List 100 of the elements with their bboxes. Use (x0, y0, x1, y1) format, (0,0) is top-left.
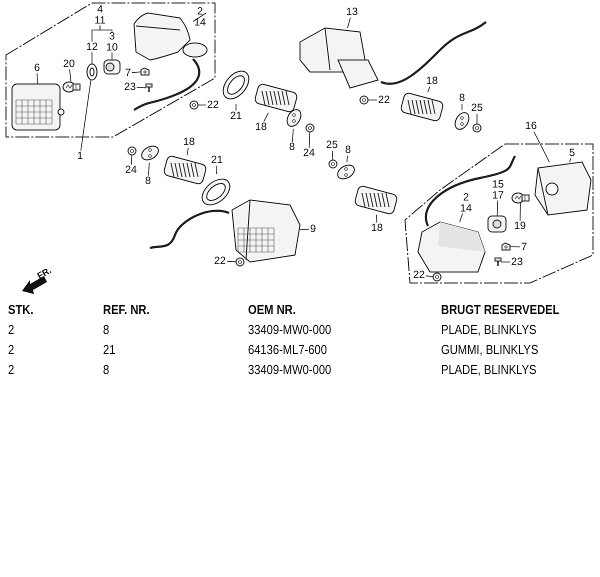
callout-number: 18 (370, 222, 384, 234)
callout-number: 24 (302, 148, 316, 158)
callout-number: 25 (470, 102, 484, 114)
leader-line (263, 112, 269, 122)
column-header: OEM NR. (248, 301, 297, 319)
leader-line (533, 130, 550, 162)
callout-number: 17 (491, 190, 505, 200)
table-cell-text: 2 (8, 361, 16, 379)
lamp-housing (417, 221, 486, 272)
callout-number: 23 (123, 82, 137, 92)
leader-line (476, 112, 478, 124)
plate (337, 164, 355, 180)
clip (140, 67, 150, 76)
nut (236, 258, 244, 266)
direction-label: FR. (35, 265, 54, 281)
leader-line (459, 213, 463, 222)
table-cell-text: 21 (103, 341, 116, 359)
callout-number: 8 (344, 144, 352, 156)
lamp-lens (12, 84, 64, 130)
plate (454, 112, 470, 130)
bulb-socket (488, 216, 506, 232)
leader-line (130, 154, 132, 166)
callout-number: 4 (96, 4, 104, 15)
callout-number: 2 (462, 192, 470, 203)
leader-line (427, 86, 430, 93)
leader-line (347, 16, 351, 28)
table-cell-text: 64136-ML7-600 (248, 341, 328, 359)
callout-number: 18 (254, 122, 268, 132)
callout-number: 1 (76, 150, 84, 162)
table-cell-text: GUMMI, BLINKLYS (441, 341, 540, 359)
leader-line (520, 202, 521, 222)
table-cell-text: 2 (8, 341, 16, 359)
bulb-socket (104, 60, 120, 74)
leader-line (132, 72, 142, 74)
lamp-lens (534, 161, 592, 216)
callout-number: 22 (412, 270, 426, 280)
leader-line (80, 80, 92, 152)
callout-number: 2 (196, 6, 204, 17)
callout-number: 8 (288, 142, 296, 152)
leader-line (36, 72, 38, 84)
callout-number: 15 (491, 180, 505, 190)
nut (306, 124, 314, 132)
callout-number: 23 (510, 256, 524, 268)
leader-line (510, 246, 520, 248)
callout-number: 22 (377, 94, 391, 106)
gasket-ring (202, 178, 230, 206)
leader-line (346, 154, 348, 163)
gasket-ring (222, 70, 250, 100)
nut (472, 124, 482, 132)
leader-line (136, 87, 146, 88)
callout-number: 6 (33, 62, 41, 74)
leader-line (332, 150, 334, 160)
callout-number: 14 (459, 203, 473, 214)
table-cell-text: PLADE, BLINKLYS (441, 321, 538, 339)
table-cell-text: 8 (103, 361, 110, 379)
lamp-housing (134, 12, 208, 60)
nut (328, 160, 338, 168)
table-cell-text: 2 (8, 321, 16, 339)
callout-number: 24 (124, 164, 138, 176)
leader-line (226, 260, 236, 262)
callout-number: 14 (193, 17, 207, 28)
callout-number: 18 (425, 76, 439, 86)
screw (146, 84, 152, 92)
nut (432, 272, 442, 282)
callout-number: 12 (85, 42, 99, 52)
table-cell-text: 8 (103, 321, 110, 339)
callout-number: 13 (345, 6, 359, 18)
callout-number: 20 (62, 58, 76, 70)
leader-line (496, 200, 498, 216)
table-cell-text: 33409-MW0-000 (248, 361, 332, 379)
leader-line (569, 158, 572, 162)
leader-line (148, 162, 150, 176)
callout-number: 8 (458, 92, 466, 104)
turn-signal-lamp (231, 199, 301, 263)
column-header: STK. (8, 301, 34, 319)
gasket-ring (86, 64, 98, 80)
callout-number: 7 (520, 242, 528, 252)
callout-number: 10 (105, 42, 119, 52)
bulb (512, 192, 530, 204)
screw (494, 258, 502, 266)
callout-number: 3 (108, 32, 116, 42)
leader-line (100, 25, 112, 32)
clip (502, 242, 510, 250)
callout-number: 22 (213, 256, 227, 266)
callout-number: 11 (94, 15, 106, 26)
bulb (62, 82, 80, 92)
callout-number: 19 (513, 220, 527, 232)
leader-line (198, 104, 207, 106)
nut (128, 146, 136, 156)
leader-line (69, 68, 72, 82)
nut (360, 96, 368, 104)
leader-line (192, 12, 206, 22)
table-cell-text: PLADE, BLINKLYS (441, 361, 538, 379)
nut (190, 100, 198, 110)
callout-number: 21 (210, 154, 224, 166)
leader-line (300, 228, 310, 230)
turn-signal-lamp (300, 27, 379, 89)
callout-number: 25 (325, 140, 339, 150)
column-header: REF. NR. (103, 301, 151, 319)
callout-number: 8 (144, 176, 152, 186)
